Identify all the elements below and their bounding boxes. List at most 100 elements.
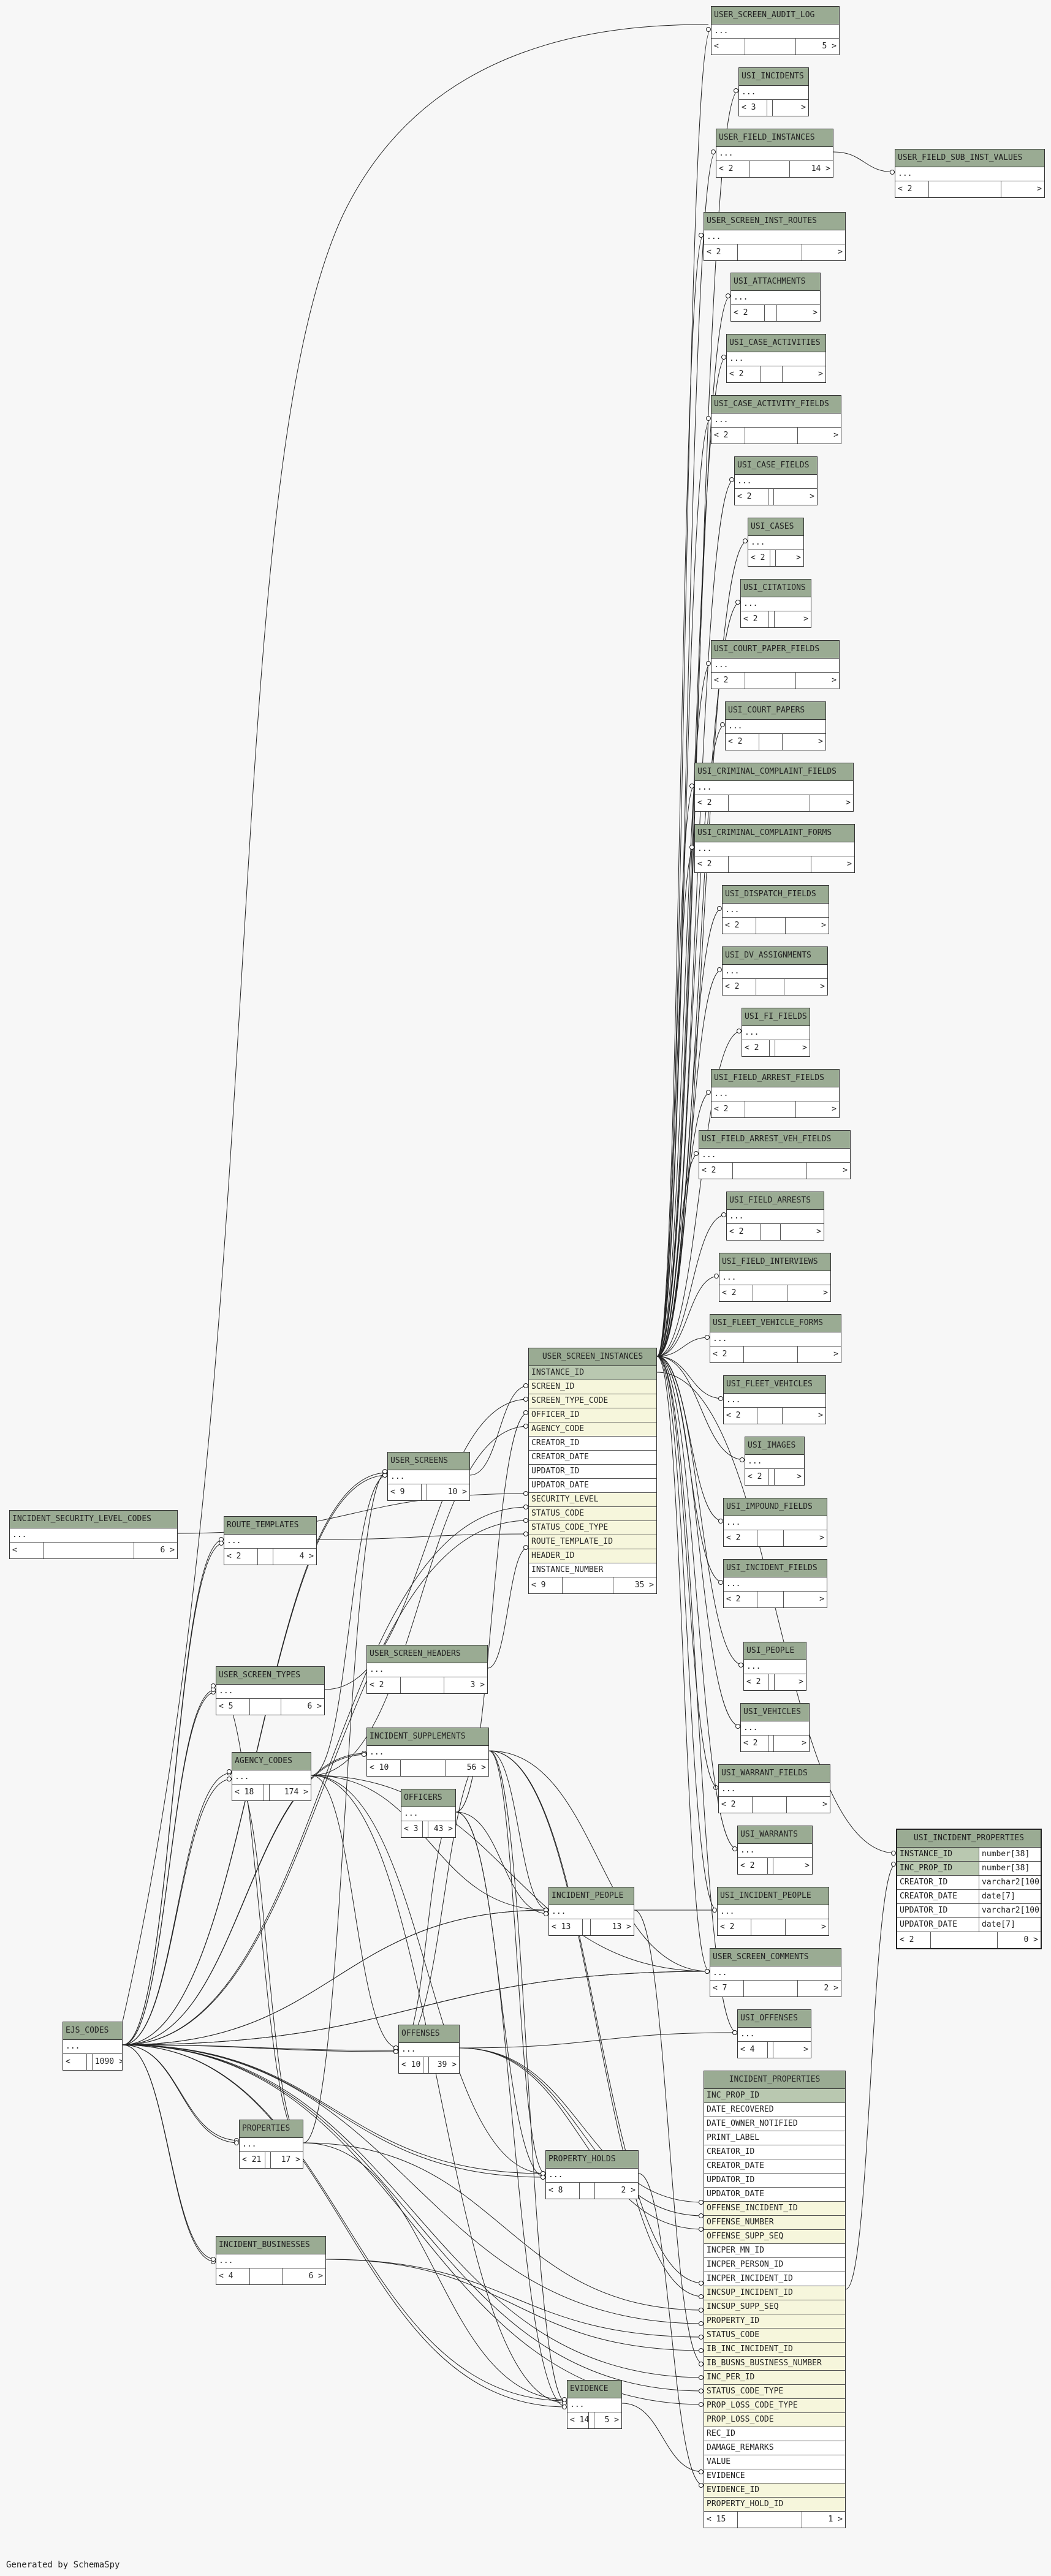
parent-count[interactable]: < 2	[719, 1797, 753, 1813]
parent-count[interactable]: < 2	[738, 1858, 768, 1874]
child-count[interactable]: >	[801, 103, 806, 112]
collapsed-columns[interactable]: ...	[895, 167, 1044, 181]
child-count[interactable]: >	[820, 982, 825, 991]
column-row[interactable]: PROPERTY_ID	[704, 2314, 845, 2329]
column-row[interactable]: EVIDENCE	[704, 2469, 845, 2483]
parent-count[interactable]: < 2	[745, 1469, 769, 1485]
table-name[interactable]: USI_PEOPLE	[744, 1642, 806, 1660]
collapsed-columns[interactable]: ...	[399, 2043, 459, 2057]
table-name[interactable]: INCIDENT_PROPERTIES	[704, 2071, 845, 2089]
table-name[interactable]: USER_SCREEN_AUDIT_LOG	[711, 7, 839, 25]
table-user-field-sub-inst-values[interactable]: USER_FIELD_SUB_INST_VALUES...< 2 >	[895, 149, 1045, 198]
child-count[interactable]: >	[819, 1595, 824, 1604]
parent-count[interactable]: < 2	[742, 1040, 770, 1056]
parent-count[interactable]: < 2	[224, 1549, 258, 1565]
column-row[interactable]: INCSUP_SUPP_SEQ	[704, 2300, 845, 2314]
table-name[interactable]: INCIDENT_BUSINESSES	[216, 2237, 325, 2254]
table-usi-dispatch-fields[interactable]: USI_DISPATCH_FIELDS...< 2 >	[722, 885, 829, 934]
collapsed-columns[interactable]: ...	[549, 1905, 634, 1919]
parent-count[interactable]: < 5	[216, 1699, 250, 1715]
collapsed-columns[interactable]: ...	[699, 1149, 850, 1163]
column-row[interactable]: DATE_OWNER_NOTIFIED	[704, 2117, 845, 2131]
parent-count[interactable]: < 3	[739, 100, 768, 116]
child-count[interactable]: >	[833, 431, 838, 440]
child-count[interactable]: >	[846, 798, 851, 807]
child-count[interactable]: >	[799, 1677, 803, 1686]
table-name[interactable]: USI_CRIMINAL_COMPLAINT_FIELDS	[695, 763, 853, 781]
table-usi-offenses[interactable]: USI_OFFENSES...< 4 >	[737, 2009, 811, 2058]
parent-count[interactable]: < 2	[719, 1285, 753, 1301]
child-count[interactable]: >	[818, 369, 823, 379]
parent-count[interactable]: < 10	[367, 1760, 401, 1776]
table-name[interactable]: PROPERTIES	[240, 2120, 303, 2138]
parent-count[interactable]: < 4	[216, 2268, 250, 2284]
parent-count[interactable]: < 2	[727, 1224, 761, 1240]
child-count[interactable]: >	[832, 1105, 837, 1114]
parent-count[interactable]: < 2	[704, 244, 738, 260]
table-name[interactable]: USI_COURT_PAPERS	[726, 702, 825, 720]
column-row[interactable]: CREATOR_DATE	[529, 1451, 656, 1465]
table-ejs-codes[interactable]: EJS_CODES...< 1090 >	[63, 2022, 123, 2071]
table-name[interactable]: USER_SCREEN_INSTANCES	[529, 1348, 656, 1366]
parent-count[interactable]: < 2	[716, 161, 750, 177]
collapsed-columns[interactable]: ...	[724, 1394, 825, 1408]
table-name[interactable]: USI_INCIDENTS	[739, 68, 808, 86]
collapsed-columns[interactable]: ...	[401, 1807, 455, 1821]
child-count[interactable]: 5 >	[822, 42, 837, 51]
table-usi-field-arrest-veh-fields[interactable]: USI_FIELD_ARREST_VEH_FIELDS...< 2 >	[699, 1130, 851, 1179]
child-count[interactable]: >	[813, 308, 818, 317]
table-name[interactable]: ROUTE_TEMPLATES	[224, 1517, 316, 1535]
table-name[interactable]: USI_DISPATCH_FIELDS	[723, 886, 829, 904]
column-row[interactable]: PROP_LOSS_CODE	[704, 2413, 845, 2427]
child-count[interactable]: 13 >	[612, 1922, 631, 1932]
parent-count[interactable]: < 2	[748, 550, 771, 566]
child-count[interactable]: 17 >	[281, 2155, 300, 2164]
table-usi-case-activities[interactable]: USI_CASE_ACTIVITIES...< 2 >	[726, 334, 826, 383]
column-row[interactable]: HEADER_ID	[529, 1549, 656, 1563]
table-name[interactable]: USER_FIELD_SUB_INST_VALUES	[895, 149, 1044, 167]
table-name[interactable]: USI_WARRANT_FIELDS	[719, 1765, 830, 1783]
column-row[interactable]: SCREEN_ID	[529, 1380, 656, 1394]
table-incident-security-level-codes[interactable]: INCIDENT_SECURITY_LEVEL_CODES...< 6 >	[9, 1510, 178, 1559]
column-row[interactable]: PROPERTY_HOLD_ID	[704, 2498, 845, 2512]
collapsed-columns[interactable]: ...	[711, 1087, 839, 1101]
table-name[interactable]: USI_WARRANTS	[738, 1826, 812, 1844]
collapsed-columns[interactable]: ...	[745, 1455, 804, 1469]
parent-count[interactable]: < 14	[567, 2412, 590, 2428]
collapsed-columns[interactable]: ...	[724, 1516, 827, 1530]
table-name[interactable]: USI_VEHICLES	[741, 1704, 809, 1721]
table-name[interactable]: USI_INCIDENT_PEOPLE	[718, 1887, 829, 1905]
child-count[interactable]: >	[805, 1861, 810, 1870]
child-count[interactable]: >	[823, 1288, 828, 1297]
child-count[interactable]: >	[832, 676, 837, 685]
column-row[interactable]: STATUS_CODE	[529, 1507, 656, 1521]
collapsed-columns[interactable]: ...	[63, 2040, 122, 2054]
table-usi-field-arrest-fields[interactable]: USI_FIELD_ARREST_FIELDS...< 2 >	[711, 1069, 840, 1118]
table-name[interactable]: USI_FLEET_VEHICLES	[724, 1376, 825, 1394]
table-name[interactable]: USI_CITATIONS	[741, 580, 811, 597]
column-row[interactable]: PRINT_LABEL	[704, 2131, 845, 2145]
table-usi-criminal-complaint-fields[interactable]: USI_CRIMINAL_COMPLAINT_FIELDS...< 2 >	[694, 763, 854, 812]
collapsed-columns[interactable]: ...	[727, 1210, 824, 1224]
parent-count[interactable]: < 2	[744, 1674, 769, 1690]
table-name[interactable]: INCIDENT_PEOPLE	[549, 1887, 634, 1905]
collapsed-columns[interactable]: ...	[723, 965, 827, 979]
collapsed-columns[interactable]: ...	[224, 1535, 316, 1549]
column-row[interactable]: INSTANCE_ID	[529, 1366, 656, 1380]
table-usi-fi-fields[interactable]: USI_FI_FIELDS...< 2 >	[742, 1008, 810, 1057]
child-count[interactable]: 0 >	[1023, 1935, 1038, 1944]
column-row[interactable]: VALUE	[704, 2455, 845, 2469]
column-row[interactable]: DAMAGE_REMARKS	[704, 2441, 845, 2455]
parent-count[interactable]: < 2	[367, 1677, 401, 1693]
table-user-screen-audit-log[interactable]: USER_SCREEN_AUDIT_LOG...< 5 >	[711, 6, 840, 55]
column-row[interactable]: OFFICER_ID	[529, 1408, 656, 1422]
child-count[interactable]: >	[816, 1227, 821, 1236]
column-row[interactable]: CREATOR_ID	[704, 2145, 845, 2159]
table-usi-case-activity-fields[interactable]: USI_CASE_ACTIVITY_FIELDS...< 2 >	[711, 395, 841, 444]
column-row[interactable]: INSTANCE_NUMBER	[529, 1563, 656, 1577]
collapsed-columns[interactable]: ...	[718, 1905, 829, 1919]
